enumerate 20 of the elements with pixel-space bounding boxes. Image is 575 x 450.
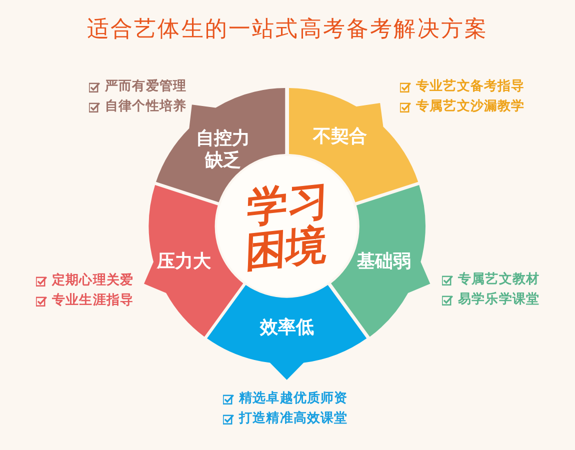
ring-segment (207, 285, 367, 380)
feature-text: 专属艺文沙漏教学 (416, 98, 525, 116)
feature-text: 专业生涯指导 (52, 292, 134, 310)
feature-text: 专属艺文教材 (458, 271, 540, 289)
feature-text: 专业艺文备考指导 (416, 78, 525, 96)
segment-label: 不契合 (312, 126, 367, 148)
segment-label: 基础弱 (356, 250, 411, 273)
segment-label: 压力大 (156, 250, 211, 273)
ring-segment (144, 184, 244, 337)
title-text: 适合艺体生的一站式高考备考解决方案 (86, 16, 488, 44)
segment-label: 效率低 (260, 316, 314, 339)
feature-text: 易学乐学课堂 (458, 291, 540, 309)
segment-label: 自控力缺乏 (195, 128, 251, 172)
feature-text: 自律个性培养 (105, 98, 187, 116)
feature-text: 打造精准高效课堂 (239, 410, 348, 428)
ring-segment (330, 184, 430, 337)
center-heading: 学习困境 (244, 177, 330, 275)
feature-text: 定期心理关爱 (52, 272, 134, 290)
feature-text: 严而有爱管理 (105, 78, 187, 96)
feature-text: 精选卓越优质师资 (239, 390, 348, 408)
